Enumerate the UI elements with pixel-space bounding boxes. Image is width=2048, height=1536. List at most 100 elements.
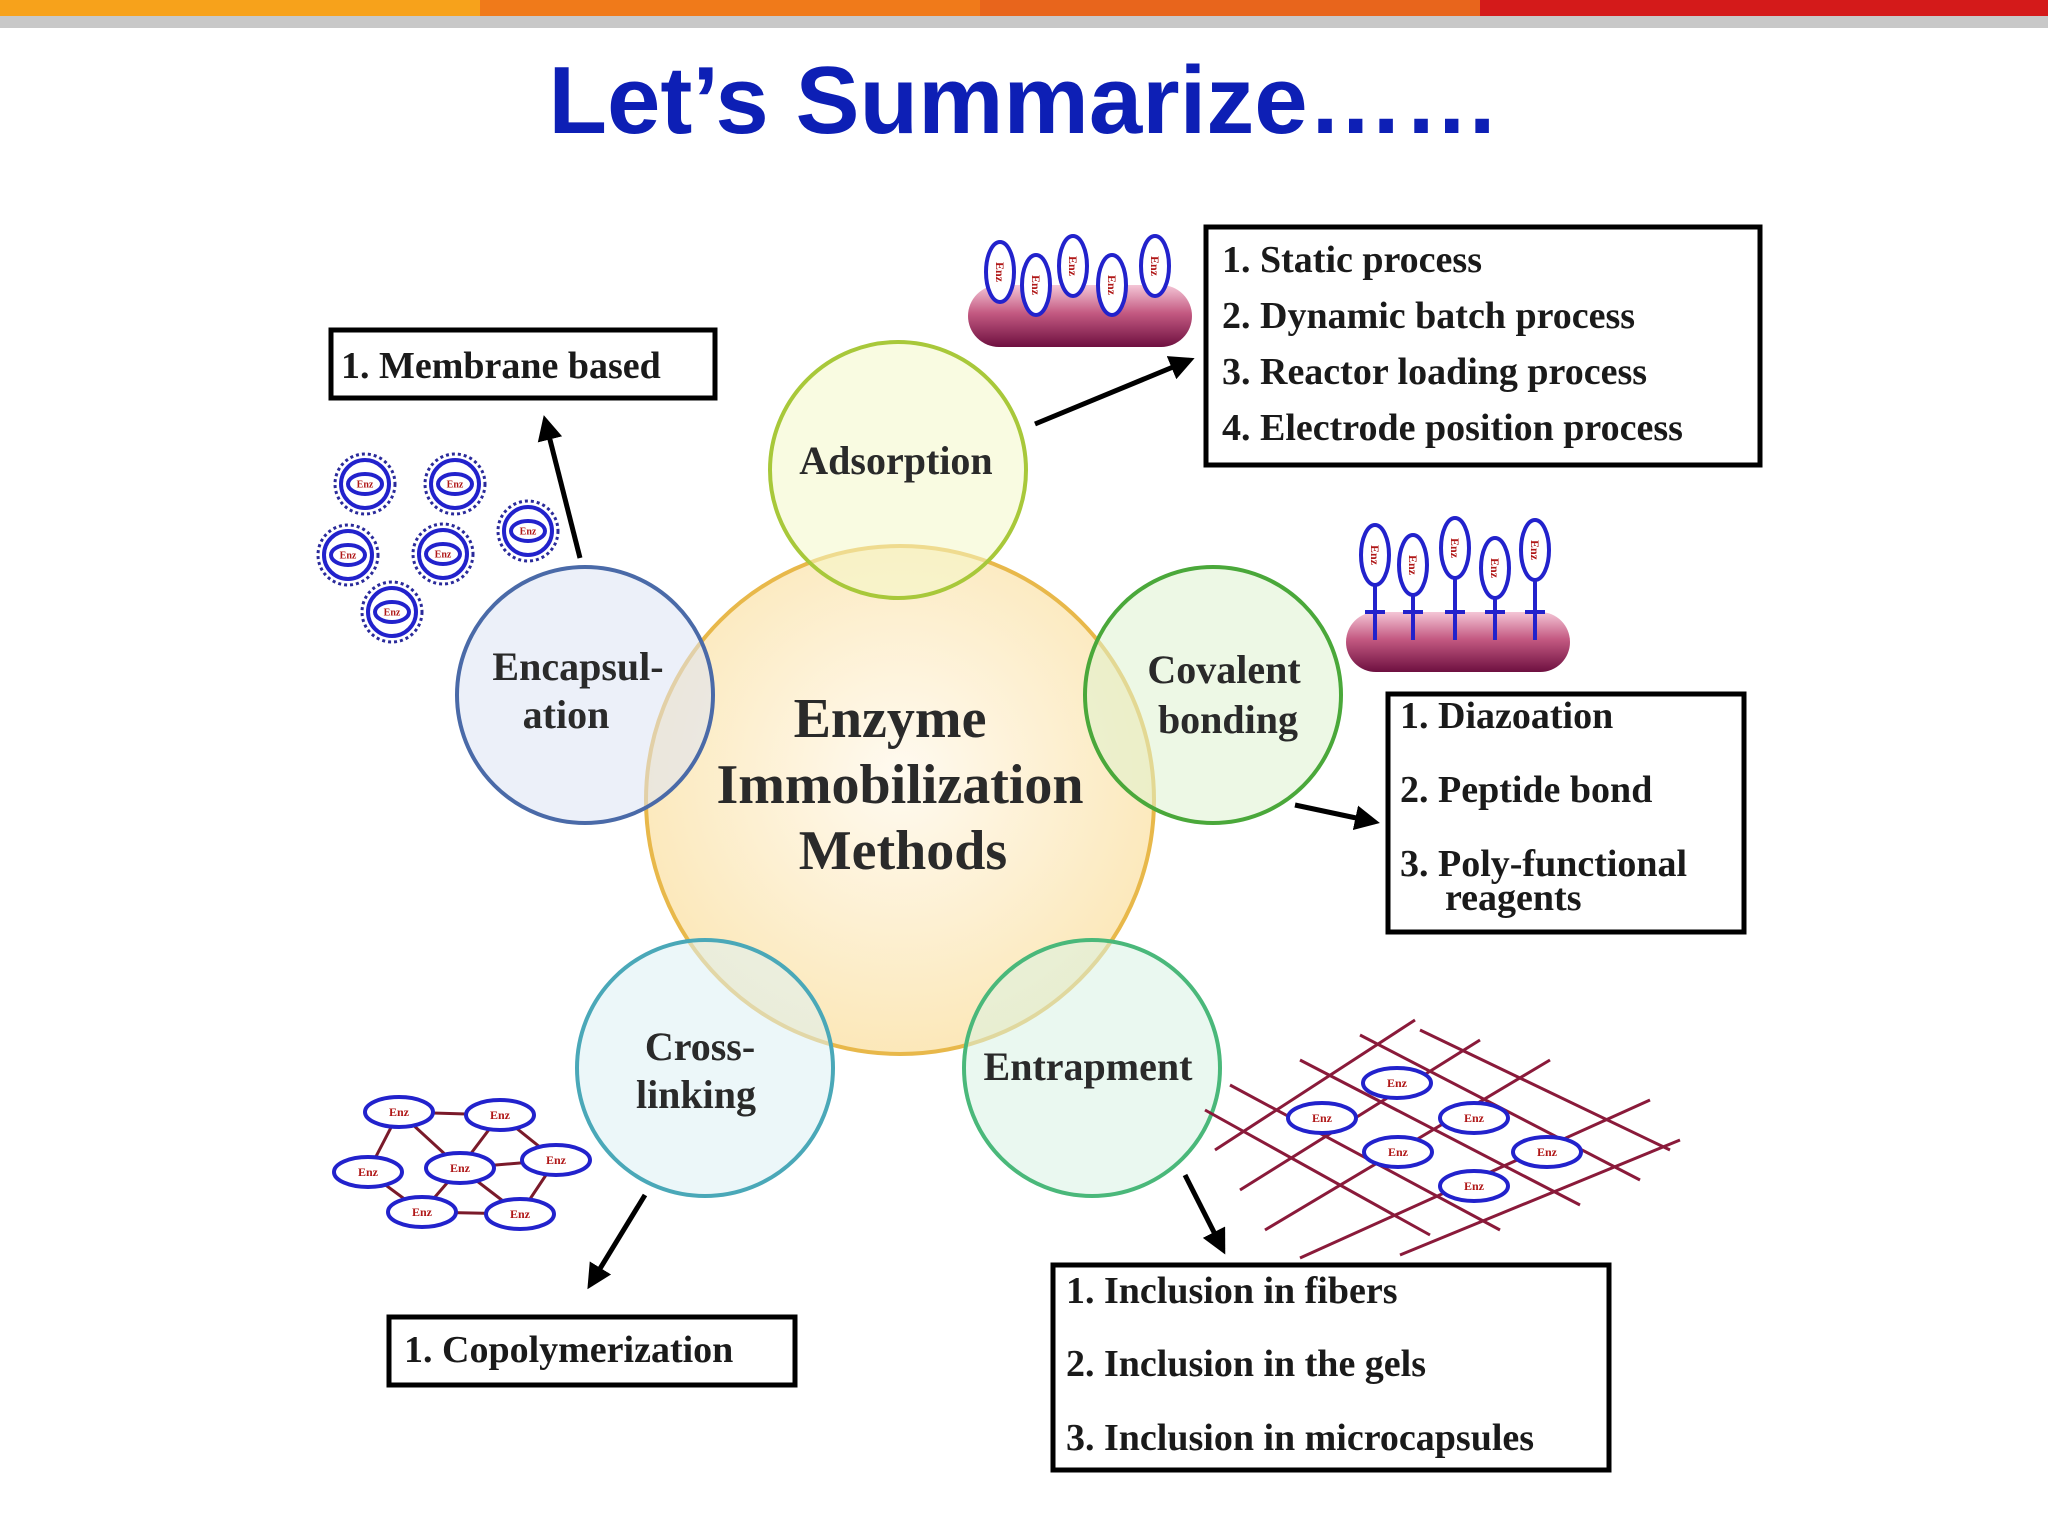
crosslinked-enzyme: Enz [424,1151,496,1185]
capsule: Enz [360,580,424,644]
crosslinking-circle[interactable] [575,938,835,1198]
encapsulated-enzyme: Enz [509,519,547,543]
entrapment-item-1: 1. Inclusion in fibers [1066,1270,1398,1312]
center-label-line1: Enzyme [794,688,987,750]
covalent-arrow [1294,802,1380,831]
bonded-enzyme: Enz [1519,518,1551,582]
crosslinked-enzyme: Enz [386,1195,458,1229]
svg-text:Enz: Enz [1537,1145,1558,1159]
encapsulated-enzyme: Enz [424,542,462,566]
adsorption-item-1: 1. Static process [1222,239,1482,281]
crosslinking-item-1: 1. Copolymerization [404,1329,733,1371]
capsule: Enz [333,452,397,516]
accent-segment-4 [1480,0,2048,16]
adsorption-arrow [1034,356,1195,427]
entrapped-enzyme: Enz [1438,1101,1510,1135]
svg-text:Enz: Enz [1368,545,1382,566]
crosslinked-enzyme: Enz [520,1143,592,1177]
mesh-strand [1299,1058,1581,1207]
svg-text:Enz: Enz [1528,540,1542,561]
accent-segment-1 [0,0,480,16]
bonded-enzyme: Enz [1359,523,1391,587]
mesh-strand [1214,1018,1416,1152]
entrapped-enzyme: Enz [1286,1101,1358,1135]
svg-text:Enz: Enz [447,480,464,491]
center-label-line2: Immobilization [716,754,1083,816]
mesh-strand [1204,1108,1431,1237]
svg-text:Enz: Enz [435,550,452,561]
entrapment-circle[interactable] [962,938,1222,1198]
crosslinked-enzyme: Enz [332,1155,404,1189]
mesh-strand [1419,1028,1671,1152]
covalent-item-3-cont: reagents [1445,877,1582,919]
entrapment-arrow [1182,1173,1226,1255]
entrapped-enzyme: Enz [1361,1066,1433,1100]
crosslinking-label-line1: Cross- [645,1024,755,1069]
svg-text:Enz: Enz [1464,1179,1485,1193]
covalent-item-1: 1. Diazoation [1400,695,1613,737]
svg-text:Enz: Enz [1312,1111,1333,1125]
capsule: Enz [411,522,475,586]
svg-text:Enz: Enz [340,551,357,562]
svg-text:Enz: Enz [1066,256,1080,277]
accent-segment-2 [480,0,980,16]
svg-text:Enz: Enz [510,1207,531,1221]
crosslinking-label-line2: linking [636,1072,756,1117]
adsorption-item-3: 3. Reactor loading process [1222,351,1647,393]
covalent-box [1385,691,1747,935]
svg-text:Enz: Enz [1105,275,1119,296]
covalent-bonding-circle[interactable] [1083,565,1343,825]
encapsulation-item-1: 1. Membrane based [341,345,661,387]
svg-text:Enz: Enz [1448,538,1462,559]
svg-text:Enz: Enz [357,480,374,491]
mesh-strand [1399,1138,1681,1257]
covalent-item-2: 2. Peptide bond [1400,769,1652,811]
top-accent-bar [0,0,2048,28]
adsorption-label: Adsorption [799,438,992,483]
mesh-strand [1239,1038,1481,1192]
svg-text:Enz: Enz [1029,275,1043,296]
bonded-enzyme: Enz [1439,516,1471,580]
adsorption-box [1203,224,1763,468]
entrapment-label: Entrapment [984,1044,1194,1089]
encapsulated-enzyme: Enz [346,472,384,496]
covalent-item-3: 3. Poly-functional [1400,843,1687,885]
crosslinking-arrow [587,1193,648,1290]
entrapment-item-2: 2. Inclusion in the gels [1066,1343,1426,1385]
encapsulated-enzyme: Enz [436,472,474,496]
svg-text:Enz: Enz [389,1105,410,1119]
encapsulation-arrow [537,415,583,559]
encapsulated-enzyme: Enz [373,600,411,624]
svg-text:Enz: Enz [1464,1111,1485,1125]
adsorbed-enzyme: Enz [1020,253,1052,317]
encapsulation-box [328,327,718,401]
center-label-line3: Methods [799,820,1007,882]
bonded-enzyme: Enz [1397,533,1429,597]
encapsulation-circle[interactable] [455,565,715,825]
entrapment-item-3: 3. Inclusion in microcapsules [1066,1417,1534,1459]
svg-text:Enz: Enz [1488,558,1502,579]
covalent-support [1346,612,1570,672]
encapsulation-label-line1: Encapsul- [492,644,663,689]
covalent-label-line2: bonding [1158,697,1298,742]
svg-text:Enz: Enz [993,262,1007,283]
svg-text:Enz: Enz [546,1153,567,1167]
accent-segment-3 [980,0,1480,16]
encapsulated-enzyme: Enz [329,543,367,567]
adsorption-item-4: 4. Electrode position process [1222,407,1683,449]
svg-text:Enz: Enz [358,1165,379,1179]
entrapped-enzyme: Enz [1511,1135,1583,1169]
capsule: Enz [316,523,380,587]
entrapped-enzyme: Enz [1362,1135,1434,1169]
adsorbed-enzyme: Enz [1096,253,1128,317]
capsule: Enz [423,452,487,516]
svg-text:Enz: Enz [412,1205,433,1219]
adsorption-item-2: 2. Dynamic batch process [1222,295,1635,337]
adsorption-circle[interactable] [768,340,1028,600]
